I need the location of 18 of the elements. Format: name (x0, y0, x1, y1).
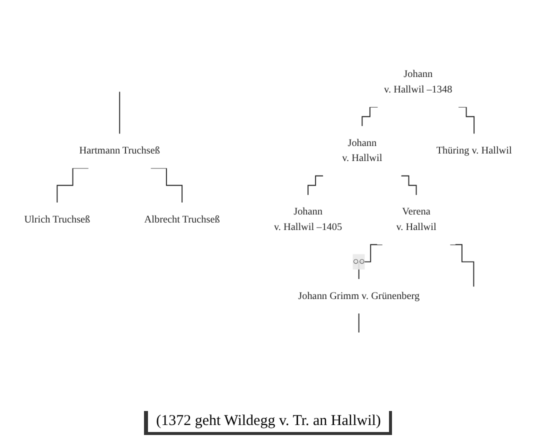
note-text: (1372 geht Wildegg v. Tr. an Hallwil) (144, 411, 392, 435)
node-text: Thüring v. Hallwil (436, 145, 512, 156)
connector (308, 175, 324, 196)
connector (358, 244, 383, 280)
connector (400, 175, 417, 196)
node-text: Johann Grimm v. Grünenberg (298, 290, 420, 302)
node-text: Johann v. Hallwil –1348 (384, 68, 452, 95)
connector (119, 91, 120, 134)
edge-label: ○○ (352, 256, 366, 267)
node-text: Ulrich Truchseß (24, 214, 90, 225)
connector (150, 168, 183, 204)
connector (358, 312, 360, 333)
node-text: Verena v. Hallwil (396, 206, 436, 233)
node-text: Johann v. Hallwil (342, 138, 382, 164)
node-text: Johann v. Hallwil –1405 (274, 206, 342, 233)
connector (56, 168, 89, 204)
connector (450, 244, 474, 288)
node-text: Albrecht Truchseß (144, 214, 220, 225)
